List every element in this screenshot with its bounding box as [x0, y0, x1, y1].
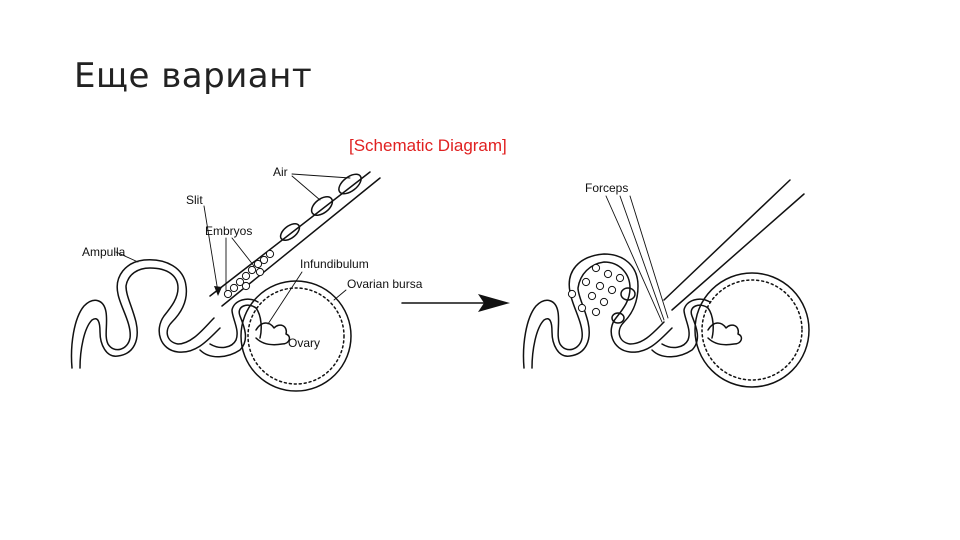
- embryo: [567, 289, 577, 299]
- embryo: [577, 303, 587, 313]
- oviduct-right-inner: [531, 261, 673, 369]
- ovary-right: [701, 279, 803, 381]
- air-bubble: [310, 196, 334, 216]
- embryo: [581, 277, 591, 287]
- embryo: [229, 283, 239, 293]
- air-bubble: [279, 222, 301, 242]
- leader-slit: [203, 205, 219, 293]
- forceps-blade-3: [629, 195, 669, 319]
- air-bubble: [620, 287, 636, 301]
- embryo: [255, 267, 265, 277]
- oviduct-right-lower: [651, 304, 714, 358]
- slit-arrow-head: [214, 286, 222, 296]
- slide-title: Еще вариант: [74, 56, 313, 96]
- embryos-in-ampulla: [567, 263, 636, 324]
- leader-air-2: [291, 175, 321, 201]
- air-bubble: [611, 312, 625, 324]
- oviduct-left-lower-2: [209, 298, 259, 349]
- pipette-wall-top: [209, 171, 371, 297]
- transition-arrow: [401, 294, 510, 312]
- embryo: [253, 259, 263, 269]
- label-air: Air: [273, 165, 288, 179]
- leader-embryos-1: [231, 237, 255, 267]
- embryo: [247, 265, 257, 275]
- fimbria-left: [255, 322, 291, 346]
- embryo: [599, 297, 609, 307]
- oviduct-left-lower: [199, 304, 262, 358]
- embryo: [265, 249, 275, 259]
- pipette-right-bottom: [671, 193, 805, 311]
- label-slit: Slit: [186, 193, 203, 207]
- embryo: [235, 277, 245, 287]
- embryo: [241, 271, 251, 281]
- leader-infundibulum: [267, 271, 303, 325]
- air-bubble: [338, 173, 362, 195]
- embryo: [587, 291, 597, 301]
- right-panel: Forceps: [522, 179, 810, 388]
- leader-bursa: [333, 289, 347, 301]
- label-ampulla: Ampulla: [82, 245, 126, 259]
- embryo: [615, 273, 625, 283]
- embryos-in-pipette: [223, 249, 275, 299]
- ovarian-bursa-right: [694, 272, 810, 388]
- forceps-blade-2: [619, 195, 665, 321]
- fimbria-right: [707, 322, 743, 346]
- ovary-left: [247, 287, 345, 385]
- embryo: [595, 281, 605, 291]
- label-forceps: Forceps: [585, 181, 628, 195]
- oviduct-left: [70, 259, 215, 369]
- label-ovary: Ovary: [288, 336, 320, 350]
- embryo: [223, 289, 233, 299]
- label-infundibulum: Infundibulum: [300, 257, 369, 271]
- embryo: [603, 269, 613, 279]
- label-embryos: Embryos: [205, 224, 252, 238]
- diagram-caption: [Schematic Diagram]: [349, 136, 507, 155]
- leader-air-1: [291, 173, 351, 179]
- label-ovarian-bursa: Ovarian bursa: [347, 277, 423, 291]
- forceps-blade-1: [605, 195, 663, 323]
- embryo: [241, 281, 251, 291]
- oviduct-right-lower-2: [661, 298, 711, 349]
- pipette-right-top: [663, 179, 791, 301]
- embryo: [607, 285, 617, 295]
- embryo: [591, 263, 601, 273]
- left-panel: Air Slit Embryos Ampulla Infundibulum Ov…: [70, 165, 423, 392]
- embryo: [591, 307, 601, 317]
- leader-ampulla: [115, 251, 139, 263]
- oviduct-left-inner: [79, 267, 221, 369]
- embryo: [259, 255, 269, 265]
